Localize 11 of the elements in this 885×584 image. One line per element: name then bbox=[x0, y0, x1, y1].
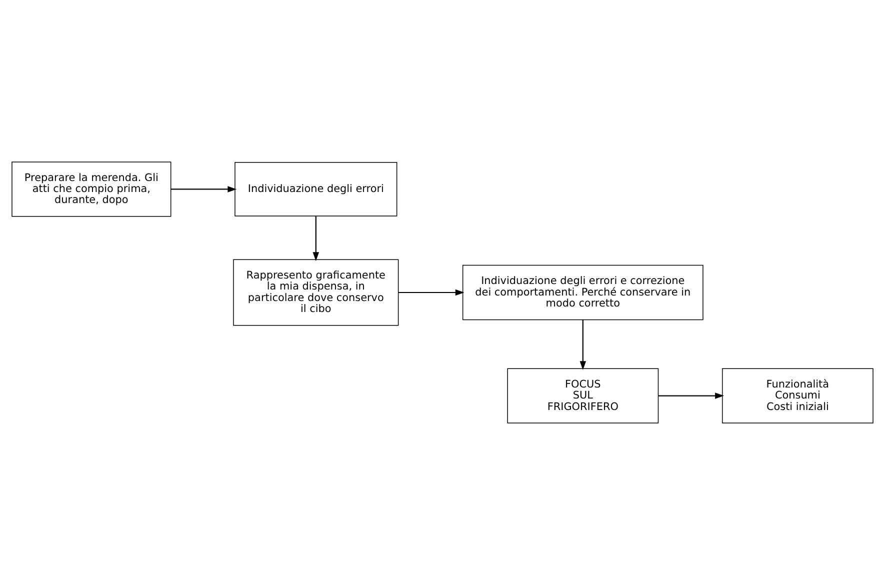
node-box: Rappresento graficamente la mia dispensa, in particolare dove conservo il cibo bbox=[233, 258, 399, 326]
node-box: Individuazione degli errori bbox=[234, 161, 398, 216]
arrow bbox=[580, 319, 586, 370]
arrow bbox=[658, 392, 724, 398]
arrow bbox=[171, 186, 237, 192]
arrow bbox=[398, 288, 464, 296]
node-box: Funzionalità Consumi Costi iniziali bbox=[722, 368, 874, 423]
node-box: Preparare la merenda. Gli atti che compio prima, durante, dopo bbox=[12, 161, 172, 216]
arrow bbox=[312, 216, 320, 261]
node-box: FOCUS SUL FRIGORIFERO bbox=[507, 368, 659, 423]
node-box: Individuazione degli errori e correzione dei comportamenti. Perché conservare in modo corretto bbox=[462, 264, 704, 320]
